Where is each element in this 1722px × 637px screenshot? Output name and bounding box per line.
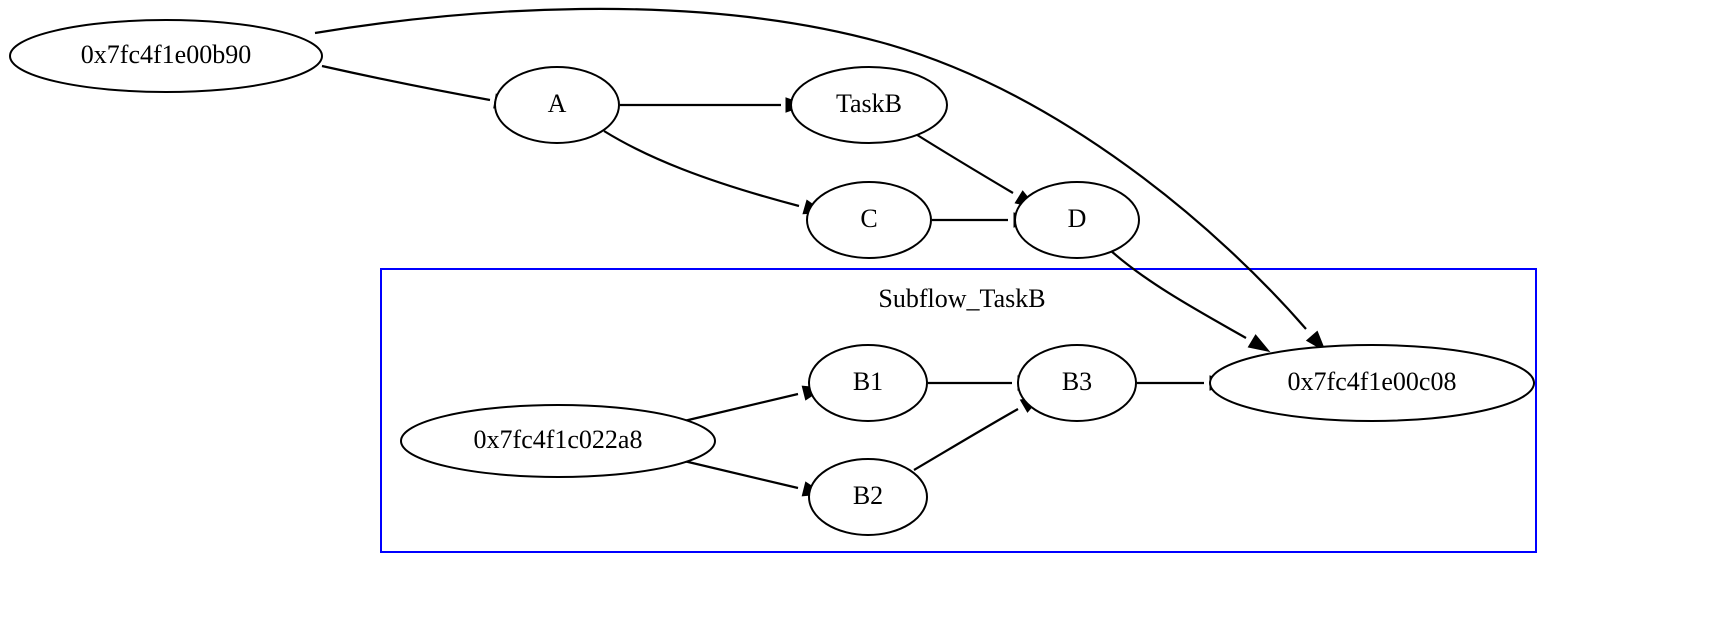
edge-line <box>314 7 1307 330</box>
cluster-cluster_subflow_taskb: Subflow_TaskB <box>380 268 1537 553</box>
node-label: B3 <box>1062 367 1092 396</box>
edge-line <box>683 392 799 423</box>
node-label: C <box>860 204 877 233</box>
node-shape[interactable] <box>790 66 948 144</box>
edge-A-to-TaskB <box>620 97 808 113</box>
node-shape[interactable] <box>806 181 932 259</box>
node-label: 0x7fc4f1e00b90 <box>81 40 251 69</box>
arrow-head-icon <box>1247 334 1271 353</box>
node-label: TaskB <box>836 89 902 118</box>
node-B1[interactable]: B1 <box>808 344 928 422</box>
node-label: B2 <box>853 481 883 510</box>
node-shape[interactable] <box>1014 181 1140 259</box>
edge-line <box>1109 249 1247 339</box>
edge-TaskB-to-D <box>913 132 1038 209</box>
node-shape[interactable] <box>494 66 620 144</box>
node-C[interactable]: C <box>806 181 932 259</box>
edge-D-to-exit <box>1109 249 1271 353</box>
node-label: B1 <box>853 367 883 396</box>
edge-A-to-C <box>603 130 826 215</box>
node-label: 0x7fc4f1e00c08 <box>1288 367 1457 396</box>
edge-line <box>603 130 800 208</box>
node-B2[interactable]: B2 <box>808 458 928 536</box>
edge-subentry-to-B2 <box>683 459 825 497</box>
node-shape[interactable] <box>808 344 928 422</box>
edge-line <box>683 459 799 490</box>
node-shape[interactable] <box>400 404 716 478</box>
node-shape[interactable] <box>1017 344 1137 422</box>
edge-line <box>913 408 1019 471</box>
node-D[interactable]: D <box>1014 181 1140 259</box>
node-B3[interactable]: B3 <box>1017 344 1137 422</box>
node-TaskB[interactable]: TaskB <box>790 66 948 144</box>
cluster-label: Subflow_TaskB <box>878 284 1045 313</box>
edge-line <box>321 64 491 102</box>
edge-entry-to-exit <box>314 7 1327 353</box>
edge-entry-to-A <box>321 64 517 109</box>
node-shape[interactable] <box>808 458 928 536</box>
node-label: D <box>1068 204 1087 233</box>
edge-line <box>913 132 1014 194</box>
node-entry[interactable]: 0x7fc4f1e00b90 <box>9 19 323 93</box>
node-sub_entry[interactable]: 0x7fc4f1c022a8 <box>400 404 716 478</box>
node-label: A <box>548 89 567 118</box>
clusters-layer: Subflow_TaskB <box>380 268 1537 553</box>
node-A[interactable]: A <box>494 66 620 144</box>
node-exit[interactable]: 0x7fc4f1e00c08 <box>1209 344 1535 422</box>
node-label: 0x7fc4f1c022a8 <box>474 425 643 454</box>
node-shape[interactable] <box>1209 344 1535 422</box>
node-shape[interactable] <box>9 19 323 93</box>
edge-subentry-to-B1 <box>683 385 825 423</box>
cluster-border <box>380 268 1537 553</box>
